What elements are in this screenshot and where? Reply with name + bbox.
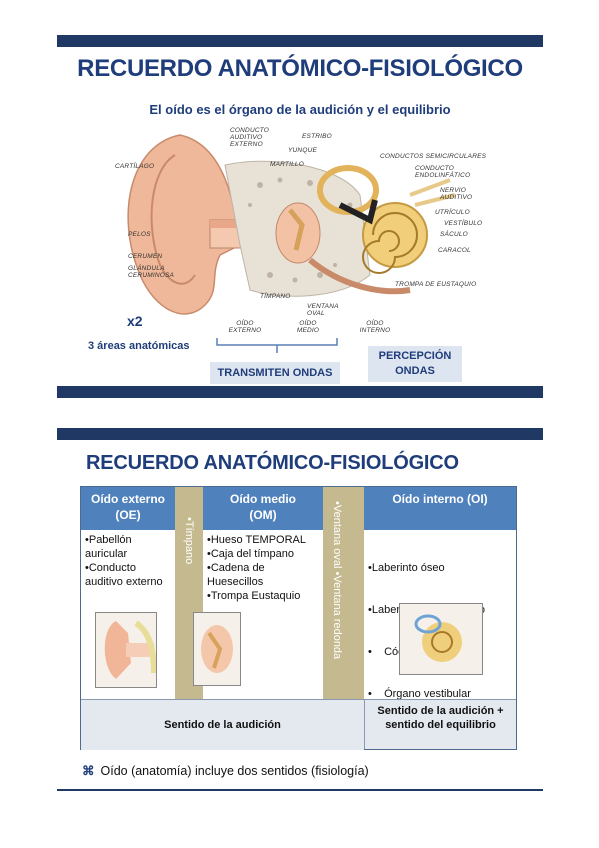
label-oido-externo: Oído externo: [228, 320, 262, 334]
label-oido-interno: Oído interno: [359, 320, 391, 334]
list-item: •Trompa Eustaquio: [207, 590, 301, 602]
command-bullet-icon: ⌘: [82, 764, 95, 778]
inner-ear-thumbnail: [399, 603, 483, 675]
middle-ear-thumbnail: [193, 612, 241, 686]
header-oido-interno: Oído interno (OI): [364, 487, 516, 530]
percepcion-ondas-box: PERCEPCIÓN ONDAS: [368, 346, 462, 382]
slide1-top-bar: [57, 35, 543, 47]
header-oido-externo: Oído externo (OE): [81, 487, 175, 530]
footer-sentido-audicion-equilibrio: Sentido de la audición + sentido del equ…: [364, 699, 516, 749]
label-vestibulo: Vestíbulo: [444, 220, 483, 227]
outer-ear-thumbnail: [95, 612, 157, 688]
ear-parts-table: Oído externo (OE) Oído medio (OM) Oído i…: [80, 486, 517, 750]
list-oido-medio: •Hueso TEMPORAL •Caja del tímpano •Caden…: [207, 533, 321, 603]
ventanas-strip: •Ventana oval •Ventana redonda: [323, 487, 364, 699]
areas-label: 3 áreas anatómicas: [88, 340, 190, 352]
slide1-subtitle: El oído es el órgano de la audición y el…: [149, 102, 451, 117]
label-nervio-auditivo: Nervio auditivo: [440, 187, 473, 201]
header-oido-medio: Oído medio (OM): [203, 487, 323, 530]
label-timpano: Tímpano: [260, 293, 291, 300]
list-item: •Pabellón auricular: [85, 534, 132, 560]
footer-sentido-audicion: Sentido de la audición: [81, 699, 364, 750]
label-conducto-endolinfatico: Conducto endolinfático: [415, 165, 471, 179]
label-utriculo: Utrículo: [435, 209, 470, 216]
label-cartilago: Cartílago: [115, 163, 155, 170]
label-estribo: Estribo: [302, 133, 332, 140]
slide1-title: RECUERDO ANATÓMICO-FISIOLÓGICO: [77, 55, 523, 82]
footnote: ⌘ Oído (anatomía) incluye dos sentidos (f…: [82, 763, 369, 778]
slide2-title: RECUERDO ANATÓMICO-FISIOLÓGICO: [86, 452, 459, 474]
list-item: •Caja del tímpano: [207, 548, 295, 560]
ear-anatomy-figure: Cartílago Conducto auditivo externo Estr…: [110, 125, 490, 340]
label-conductos-semicirculares: Conductos semicirculares: [380, 153, 487, 160]
footnote-text: Oído (anatomía) incluye dos sentidos (fi…: [100, 764, 369, 778]
brace-icon: [216, 338, 338, 353]
label-saculo: Sáculo: [440, 231, 468, 238]
list-item: •Conducto auditivo externo: [85, 562, 163, 588]
label-yunque: Yunque: [288, 147, 318, 154]
label-oido-medio: Oído medio: [296, 320, 320, 334]
list-item: •Laberinto óseo: [368, 562, 445, 574]
slide2-top-bar: [57, 428, 543, 440]
slide1-bottom-bar: [57, 386, 543, 398]
ventanas-text: •Ventana oval •Ventana redonda: [331, 501, 343, 660]
label-ventana-oval: Ventana oval: [307, 303, 339, 317]
label-glandula-ceruminosa: Glándula ceruminosa: [128, 265, 175, 279]
label-martillo: Martillo: [270, 161, 304, 168]
list-item: •Cadena de Huesecillos: [207, 562, 265, 588]
list-item: • Órgano vestibular: [368, 688, 471, 700]
list-oido-externo: •Pabellón auricular •Conducto auditivo e…: [85, 533, 173, 589]
label-trompa-eustaquio: Trompa de Eustaquio: [395, 281, 477, 288]
label-cerumen: Cerumen: [128, 253, 163, 260]
label-conducto-auditivo-externo: Conducto auditivo externo: [230, 127, 270, 148]
label-caracol: Caracol: [438, 247, 471, 254]
transmiten-ondas-box: TRANSMITEN ONDAS: [210, 362, 340, 384]
timpano-text: •Tímpano: [183, 517, 195, 565]
x2-label: x2: [127, 313, 143, 329]
slide2-bottom-rule: [57, 789, 543, 791]
list-item: •Hueso TEMPORAL: [207, 534, 307, 546]
ear-illustration: [127, 134, 456, 315]
label-pelos: Pelos: [128, 231, 151, 238]
